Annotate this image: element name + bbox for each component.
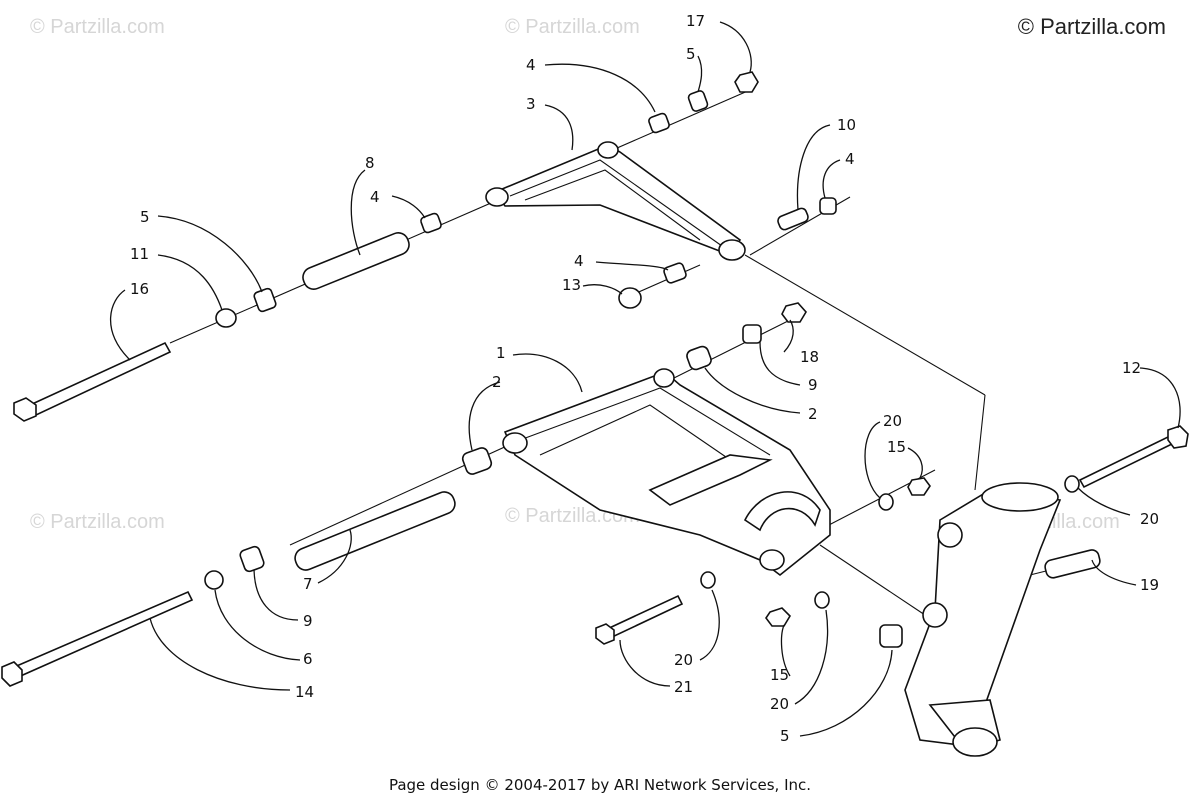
callout-1[interactable]: 1 bbox=[496, 344, 506, 362]
callout-9[interactable]: 9 bbox=[808, 376, 818, 394]
collar-bolt-9b[interactable] bbox=[239, 545, 265, 573]
callout-12[interactable]: 12 bbox=[1122, 359, 1141, 377]
callout-10[interactable]: 10 bbox=[837, 116, 856, 134]
callout-4[interactable]: 4 bbox=[574, 252, 584, 270]
bolt-16[interactable] bbox=[28, 341, 172, 417]
watermarks: © Partzilla.com © Partzilla.com © Partzi… bbox=[30, 16, 1120, 533]
callout-20[interactable]: 20 bbox=[770, 695, 789, 713]
bushing-2a[interactable] bbox=[461, 446, 493, 476]
callout-15[interactable]: 15 bbox=[770, 666, 789, 684]
callout-20[interactable]: 20 bbox=[883, 412, 902, 430]
callout-8[interactable]: 8 bbox=[365, 154, 375, 172]
callout-4[interactable]: 4 bbox=[370, 188, 380, 206]
callout-20[interactable]: 20 bbox=[1140, 510, 1159, 528]
washer-20d[interactable] bbox=[814, 591, 830, 609]
washer-20c[interactable] bbox=[700, 571, 716, 589]
leader-lines bbox=[109, 21, 1181, 737]
watermark-mid-left: © Partzilla.com bbox=[30, 511, 165, 533]
callout-21[interactable]: 21 bbox=[674, 678, 693, 696]
lower-a-arm-assembly bbox=[1, 302, 1051, 687]
spindle-assembly bbox=[744, 254, 1189, 757]
washer-20b[interactable] bbox=[1064, 475, 1080, 493]
bushing-4a[interactable] bbox=[648, 112, 670, 134]
callout-11[interactable]: 11 bbox=[130, 245, 149, 263]
nut-15a[interactable] bbox=[907, 477, 931, 496]
callout-15[interactable]: 15 bbox=[887, 438, 906, 456]
callout-17[interactable]: 17 bbox=[686, 12, 705, 30]
bolt-21[interactable] bbox=[603, 594, 684, 640]
callout-20[interactable]: 20 bbox=[674, 651, 693, 669]
upper-a-arm[interactable] bbox=[493, 144, 742, 256]
spacer-13[interactable] bbox=[618, 287, 642, 309]
bolt-14[interactable] bbox=[10, 590, 194, 680]
callout-19[interactable]: 19 bbox=[1140, 576, 1159, 594]
callout-6[interactable]: 6 bbox=[303, 650, 313, 668]
sleeve-10[interactable] bbox=[776, 207, 809, 231]
footer-copyright: Page design © 2004-2017 by ARI Network S… bbox=[388, 776, 812, 794]
washer-11[interactable] bbox=[215, 308, 237, 328]
collar-bolt-5b[interactable] bbox=[253, 287, 277, 313]
sleeve-7[interactable] bbox=[292, 489, 458, 573]
upper-a-arm-assembly bbox=[13, 71, 851, 422]
brand-watermark: © Partzilla.com bbox=[1017, 14, 1166, 39]
callout-18[interactable]: 18 bbox=[800, 348, 819, 366]
nut-17[interactable] bbox=[734, 71, 759, 93]
collar-bolt-5c[interactable] bbox=[879, 624, 903, 648]
nut-15b[interactable] bbox=[765, 607, 792, 627]
washer-20a[interactable] bbox=[878, 493, 894, 511]
lower-a-arm[interactable] bbox=[503, 371, 831, 577]
callout-14[interactable]: 14 bbox=[295, 683, 314, 701]
callout-3[interactable]: 3 bbox=[526, 95, 536, 113]
bushing-2b[interactable] bbox=[685, 345, 713, 371]
callout-7[interactable]: 7 bbox=[303, 575, 313, 593]
callout-13[interactable]: 13 bbox=[562, 276, 581, 294]
bushing-4c[interactable] bbox=[420, 212, 442, 234]
watermark-top-left: © Partzilla.com bbox=[30, 16, 165, 38]
callout-16[interactable]: 16 bbox=[130, 280, 149, 298]
callout-2[interactable]: 2 bbox=[492, 373, 502, 391]
upper-arm-front-bushing bbox=[485, 187, 509, 207]
nut-18[interactable] bbox=[781, 302, 807, 323]
bushing-4b[interactable] bbox=[819, 197, 837, 215]
upper-arm-rear-bushing bbox=[718, 239, 746, 261]
collar-bolt-5a[interactable] bbox=[687, 90, 709, 112]
sleeve-8[interactable] bbox=[300, 230, 412, 292]
callouts: 17 5 4 3 10 4 8 4 5 11 16 4 13 1 18 9 2 … bbox=[130, 12, 1159, 745]
washer-6[interactable] bbox=[204, 570, 224, 590]
callout-4[interactable]: 4 bbox=[526, 56, 536, 74]
collar-bolt-9a[interactable] bbox=[742, 324, 762, 344]
callout-5[interactable]: 5 bbox=[780, 727, 790, 745]
sleeve-19[interactable] bbox=[1044, 548, 1102, 579]
callout-9[interactable]: 9 bbox=[303, 612, 313, 630]
bolt-12[interactable] bbox=[1078, 434, 1176, 489]
shock-mount bbox=[743, 491, 821, 532]
callout-5[interactable]: 5 bbox=[140, 208, 150, 226]
watermark-top-center: © Partzilla.com bbox=[505, 16, 640, 38]
callout-4[interactable]: 4 bbox=[845, 150, 855, 168]
callout-5[interactable]: 5 bbox=[686, 45, 696, 63]
bushing-4d[interactable] bbox=[663, 262, 687, 284]
callout-2[interactable]: 2 bbox=[808, 405, 818, 423]
